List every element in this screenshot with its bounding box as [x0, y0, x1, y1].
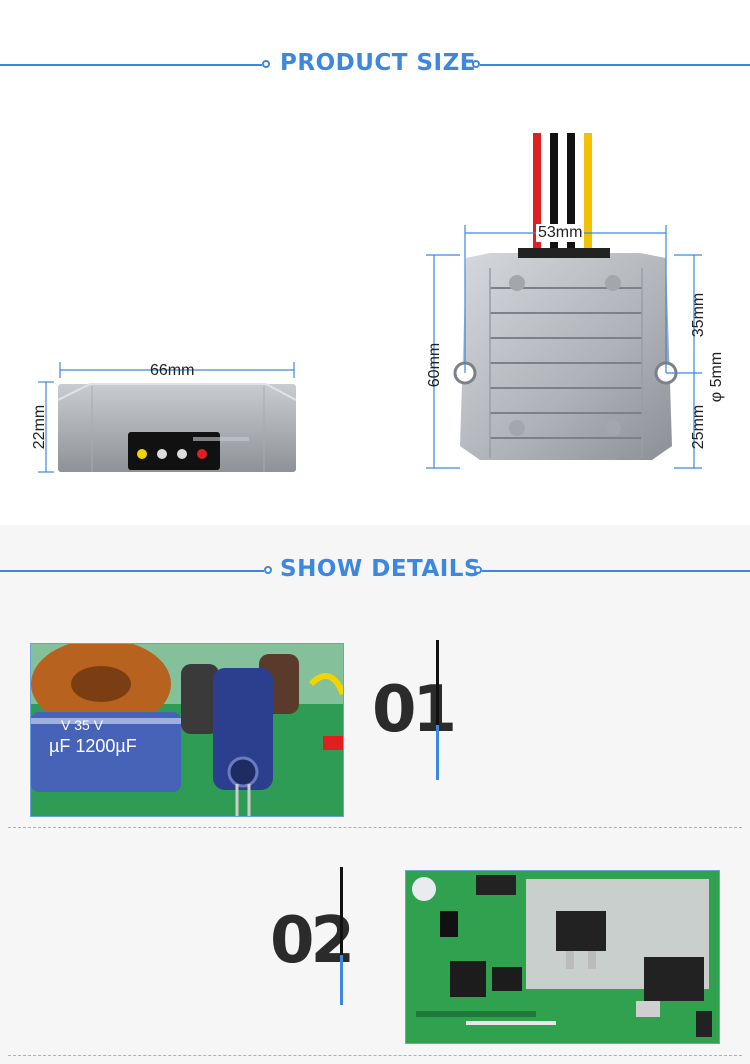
detail-01-divider-bottom: [436, 725, 439, 780]
detail-separator-bottom: [8, 1055, 742, 1056]
wire-connector: [128, 432, 220, 470]
top-upper-label: 35mm: [690, 292, 708, 338]
product-size-section: PRODUCT SIZE 66mm 22mm: [0, 0, 750, 525]
wire-red: [533, 133, 541, 248]
header-line-right: [480, 64, 750, 66]
detail-separator: [8, 827, 742, 828]
side-height-label: 22mm: [31, 404, 49, 450]
wire-yellow: [584, 133, 592, 248]
header-line-left: [0, 64, 262, 66]
wire-black-1: [550, 133, 558, 248]
pcb-board-illustration: [406, 871, 719, 1043]
hole-diameter-label: φ 5mm: [708, 351, 726, 403]
header-dot-left: [262, 60, 270, 68]
details-header-dot-right: [474, 566, 482, 574]
details-header-line-right: [482, 570, 750, 572]
detail-number-01: 01: [372, 673, 457, 747]
side-width-label: 66mm: [150, 362, 195, 379]
detail-02-divider-top: [340, 867, 343, 955]
details-header-line-left: [0, 570, 264, 572]
detail-02-divider-bottom: [340, 955, 343, 1005]
top-housing: [460, 253, 672, 460]
top-lower-label: 25mm: [690, 404, 708, 450]
product-size-title: PRODUCT SIZE: [280, 50, 476, 76]
top-height-label: 60mm: [426, 342, 444, 388]
capacitor-board-illustration: µF 1200µF V 35 V: [31, 644, 343, 816]
detail-photo-capacitors: µF 1200µF V 35 V: [30, 643, 344, 817]
top-width-label: 53mm: [536, 224, 585, 242]
detail-01-divider-top: [436, 640, 439, 725]
converter-side-view: [38, 362, 297, 473]
converter-top-view: [426, 133, 702, 469]
show-details-title: SHOW DETAILS: [280, 556, 482, 582]
detail-number-02: 02: [270, 904, 355, 978]
wire-black-2: [567, 133, 575, 248]
svg-text:µF 1200µF: µF 1200µF: [49, 736, 137, 756]
side-housing: [58, 384, 296, 472]
details-header-dot-left: [264, 566, 272, 574]
detail-photo-pcb: [405, 870, 720, 1044]
header-dot-right: [472, 60, 480, 68]
svg-text:V 35 V: V 35 V: [61, 717, 104, 733]
show-details-section: SHOW DETAILS µF 1200µF V 35 V: [0, 525, 750, 1064]
